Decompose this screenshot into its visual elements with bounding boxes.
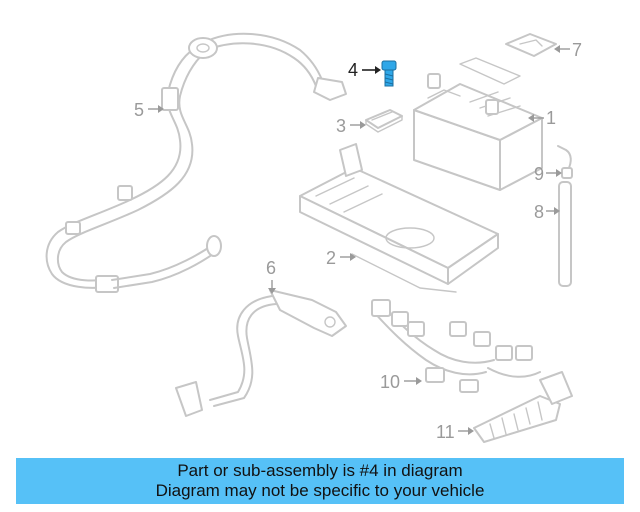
callout-7: 7 xyxy=(554,40,582,60)
grommet-boot[interactable] xyxy=(473,371,573,443)
drain-tube[interactable] xyxy=(558,181,572,287)
callout-6: 6 xyxy=(266,258,276,294)
battery-tray[interactable] xyxy=(299,143,499,293)
terminal-cover[interactable] xyxy=(505,33,557,57)
wiring-harness[interactable] xyxy=(371,299,541,393)
callout-label-2: 2 xyxy=(326,248,336,268)
hold-down-clamp[interactable] xyxy=(365,109,403,133)
parts-diagram: 1 2 3 4 5 6 7 8 9 10 xyxy=(45,32,582,443)
callout-label-1: 1 xyxy=(546,108,556,128)
banner-line-disclaimer: Diagram may not be specific to your vehi… xyxy=(155,481,485,500)
callout-label-10: 10 xyxy=(380,372,400,392)
callout-11: 11 xyxy=(436,422,474,442)
banner-line-part-number: Part or sub-assembly is #4 in diagram xyxy=(177,461,463,480)
callout-10: 10 xyxy=(380,372,422,392)
battery-cable-harness[interactable] xyxy=(45,32,347,293)
callout-label-9: 9 xyxy=(534,164,544,184)
negative-cable[interactable] xyxy=(175,289,347,417)
callout-5: 5 xyxy=(134,100,164,120)
callout-label-6: 6 xyxy=(266,258,276,278)
callout-label-8: 8 xyxy=(534,202,544,222)
callout-4: 4 xyxy=(348,60,381,80)
vent-hose[interactable] xyxy=(557,145,573,179)
callout-8: 8 xyxy=(534,202,560,222)
info-banner: Part or sub-assembly is #4 in diagram Di… xyxy=(16,458,624,504)
callout-label-7: 7 xyxy=(572,40,582,60)
callout-3: 3 xyxy=(336,116,366,136)
callout-2: 2 xyxy=(326,248,356,268)
callout-label-11: 11 xyxy=(436,422,455,442)
callout-9: 9 xyxy=(534,164,562,184)
callout-1: 1 xyxy=(528,108,556,128)
battery[interactable] xyxy=(413,57,543,191)
bolt-part-4[interactable] xyxy=(381,60,397,87)
callout-label-5: 5 xyxy=(134,100,144,120)
callout-label-4: 4 xyxy=(348,60,358,80)
callout-label-3: 3 xyxy=(336,116,346,136)
